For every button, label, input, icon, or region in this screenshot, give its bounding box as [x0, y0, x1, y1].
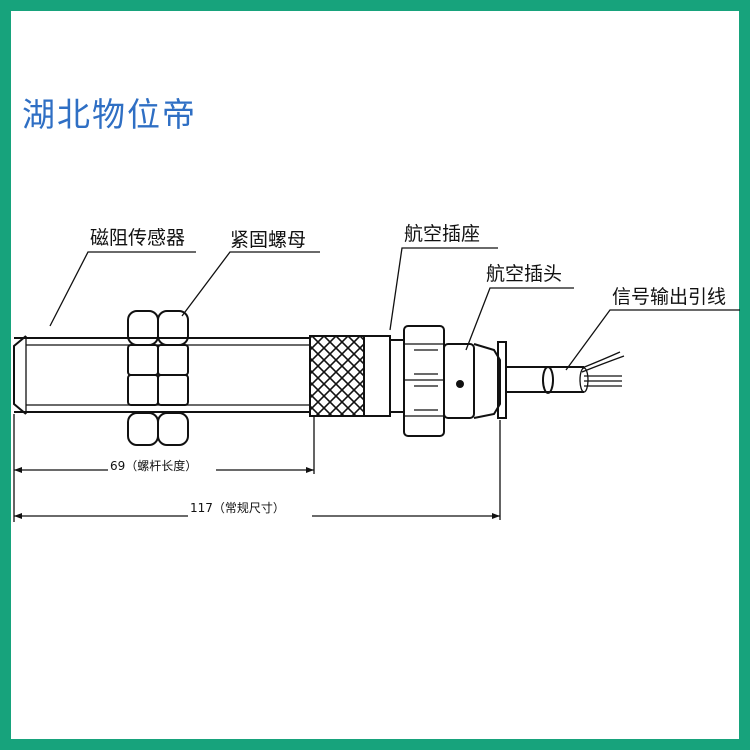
dim-total-length: 117（常规尺寸） [190, 500, 285, 515]
label-plug: 航空插头 [486, 263, 562, 285]
aviation-plug [443, 341, 507, 419]
brand-title: 湖北物位帝 [22, 95, 197, 134]
label-nut: 紧固螺母 [230, 229, 306, 251]
signal-cable [506, 351, 625, 394]
knurled-sleeve [309, 335, 365, 417]
dim-thread-length: 69（螺杆长度） [110, 458, 197, 473]
label-lead: 信号输出引线 [612, 286, 726, 308]
aviation-socket [363, 325, 445, 437]
leader-lines [49, 247, 740, 371]
hex-nut [127, 310, 189, 446]
label-sensor: 磁阻传感器 [90, 227, 185, 249]
label-socket: 航空插座 [404, 223, 480, 245]
